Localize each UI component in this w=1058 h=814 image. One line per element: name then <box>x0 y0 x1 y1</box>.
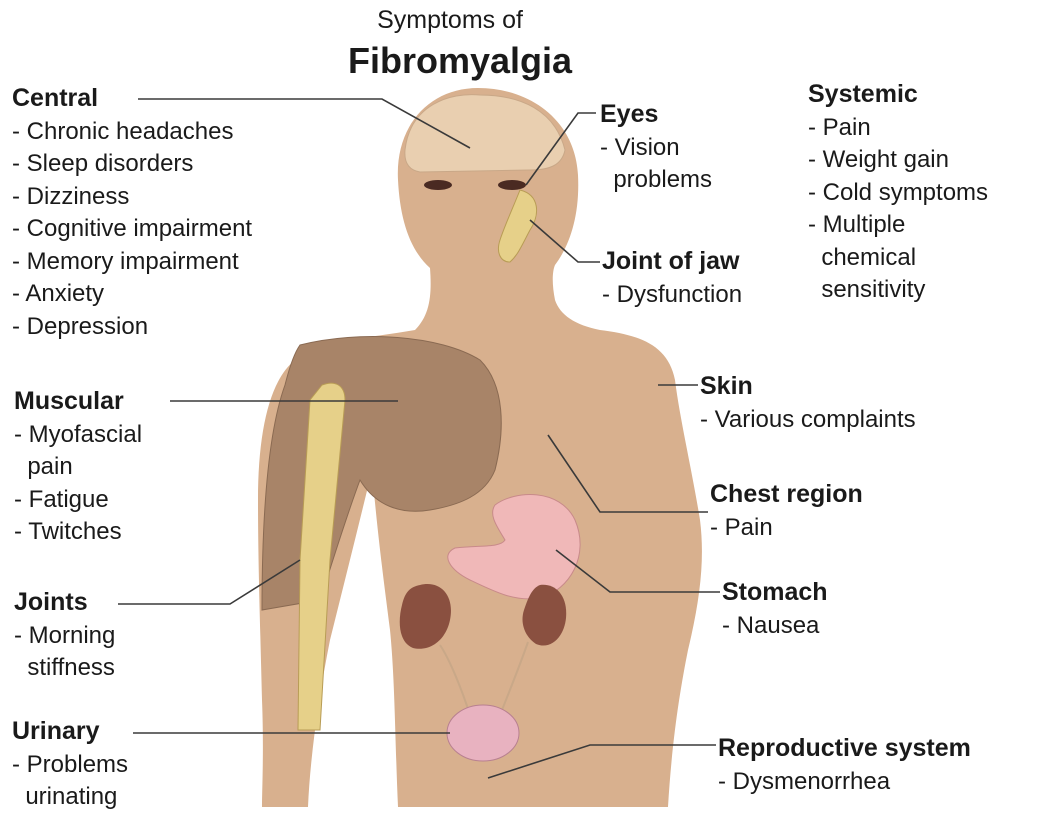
bladder <box>447 705 519 761</box>
jaw-item: - Dysfunction <box>602 279 742 312</box>
muscular-item: pain <box>14 451 142 484</box>
central-item: - Chronic headaches <box>12 116 252 149</box>
reproductive-heading: Reproductive system <box>718 734 971 762</box>
chest-heading: Chest region <box>710 480 863 508</box>
central-item: - Anxiety <box>12 278 252 311</box>
label-stomach: Stomach - Nausea <box>722 576 828 642</box>
skin-heading: Skin <box>700 372 753 400</box>
urinary-item: urinating <box>12 781 128 814</box>
chest-item: - Pain <box>710 512 863 545</box>
joints-heading: Joints <box>14 588 88 616</box>
left-eye <box>424 180 452 190</box>
label-joints: Joints - Morning stiffness <box>14 586 115 685</box>
muscular-item: - Twitches <box>14 516 142 549</box>
skin-item: - Various complaints <box>700 404 916 437</box>
muscular-item: - Myofascial <box>14 419 142 452</box>
label-urinary: Urinary - Problems urinating <box>12 715 128 814</box>
central-item: - Cognitive impairment <box>12 213 252 246</box>
label-central: Central - Chronic headaches - Sleep diso… <box>12 82 252 343</box>
systemic-item: - Pain <box>808 112 988 145</box>
label-chest: Chest region - Pain <box>710 478 863 544</box>
central-item: - Sleep disorders <box>12 148 252 181</box>
label-eyes: Eyes - Vision problems <box>600 98 712 197</box>
joints-item: stiffness <box>14 652 115 685</box>
eyes-item: problems <box>600 164 712 197</box>
urinary-heading: Urinary <box>12 717 100 745</box>
systemic-item: - Cold symptoms <box>808 177 988 210</box>
label-systemic: Systemic - Pain - Weight gain - Cold sym… <box>808 78 988 307</box>
systemic-item: chemical <box>808 242 988 275</box>
systemic-heading: Systemic <box>808 80 918 108</box>
label-skin: Skin - Various complaints <box>700 370 916 436</box>
systemic-item: - Multiple <box>808 209 988 242</box>
diagram-subtitle: Symptoms of <box>0 6 900 35</box>
central-item: - Dizziness <box>12 181 252 214</box>
central-heading: Central <box>12 84 98 112</box>
label-jaw: Joint of jaw - Dysfunction <box>602 245 742 311</box>
right-eye <box>498 180 526 190</box>
joints-item: - Morning <box>14 620 115 653</box>
muscular-heading: Muscular <box>14 387 124 415</box>
central-item: - Memory impairment <box>12 246 252 279</box>
urinary-item: - Problems <box>12 749 128 782</box>
muscular-item: - Fatigue <box>14 484 142 517</box>
systemic-item: sensitivity <box>808 274 988 307</box>
jaw-heading: Joint of jaw <box>602 247 740 275</box>
stomach-heading: Stomach <box>722 578 828 606</box>
reproductive-item: - Dysmenorrhea <box>718 766 971 799</box>
label-reproductive: Reproductive system - Dysmenorrhea <box>718 732 971 798</box>
systemic-item: - Weight gain <box>808 144 988 177</box>
eyes-item: - Vision <box>600 132 712 165</box>
eyes-heading: Eyes <box>600 100 658 128</box>
label-muscular: Muscular - Myofascial pain - Fatigue - T… <box>14 385 142 549</box>
diagram-title: Fibromyalgia <box>0 40 920 82</box>
central-item: - Depression <box>12 311 252 344</box>
stomach-item: - Nausea <box>722 610 828 643</box>
